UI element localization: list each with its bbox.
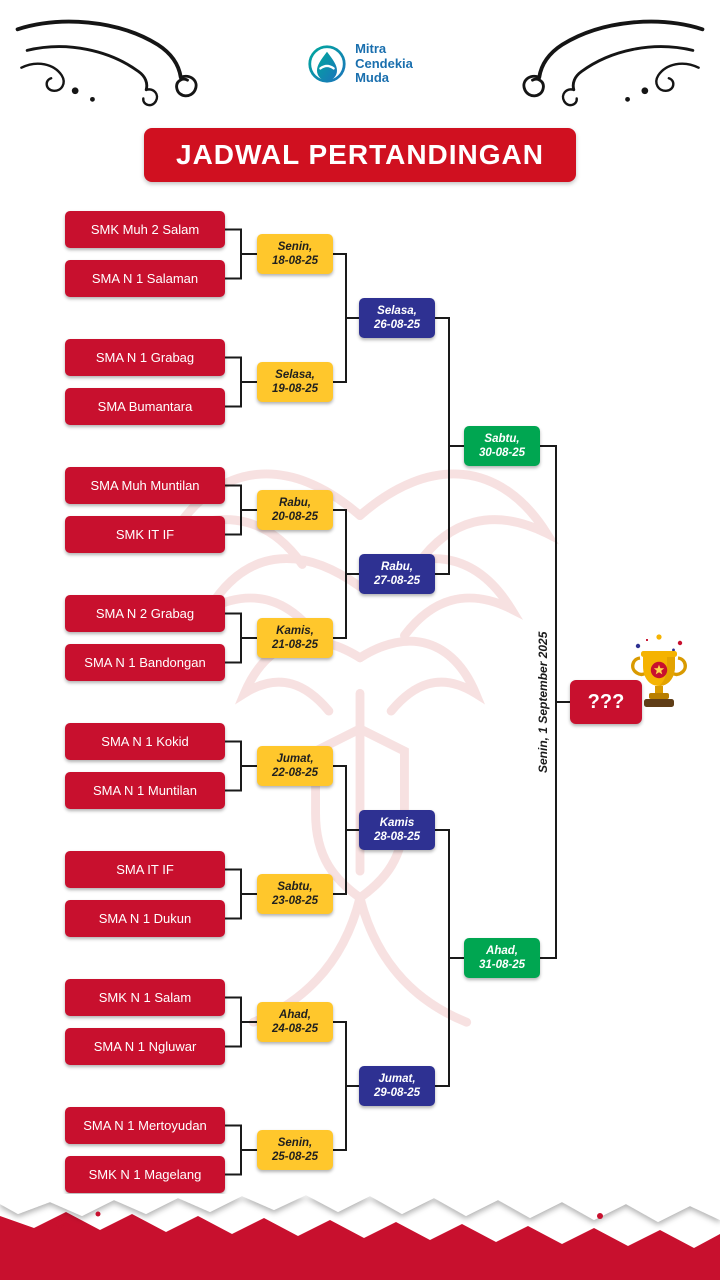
team-box: SMA N 2 Grabag bbox=[65, 595, 225, 632]
match-date-r2: Jumat, 29-08-25 bbox=[359, 1066, 435, 1106]
logo: Mitra Cendekia Muda bbox=[0, 41, 720, 86]
match-date-r1: Sabtu, 23-08-25 bbox=[257, 874, 333, 914]
date-line: 27-08-25 bbox=[373, 575, 421, 587]
match-date-r2: Rabu, 27-08-25 bbox=[359, 554, 435, 594]
team-box: SMK N 1 Magelang bbox=[65, 1156, 225, 1193]
team-box: SMA N 1 Bandongan bbox=[65, 644, 225, 681]
date-line: Senin, bbox=[277, 1136, 313, 1149]
date-line: Selasa, bbox=[275, 368, 315, 381]
team-box: SMA N 1 Mertoyudan bbox=[65, 1107, 225, 1144]
date-line: Rabu, bbox=[279, 496, 311, 509]
match-date-r1: Senin, 25-08-25 bbox=[257, 1130, 333, 1170]
date-line: 29-08-25 bbox=[373, 1087, 421, 1099]
match-date-semifinal: Sabtu, 30-08-25 bbox=[464, 426, 540, 466]
team-box: SMK IT IF bbox=[65, 516, 225, 553]
date-line: Sabtu, bbox=[277, 880, 313, 893]
flourish-ornament-left bbox=[15, 19, 198, 107]
date-line: 26-08-25 bbox=[373, 319, 421, 331]
date-line: Kamis bbox=[379, 816, 415, 829]
final-date-vertical: Senin, 1 September 2025 bbox=[536, 631, 550, 773]
date-line: 25-08-25 bbox=[271, 1151, 319, 1163]
logo-drop-icon bbox=[308, 45, 346, 83]
date-line: 21-08-25 bbox=[271, 639, 319, 651]
team-box: SMA N 1 Muntilan bbox=[65, 772, 225, 809]
date-line: Ahad, bbox=[279, 1008, 311, 1021]
match-date-r1: Ahad, 24-08-25 bbox=[257, 1002, 333, 1042]
date-line: Kamis, bbox=[276, 624, 314, 637]
torn-paper-edge bbox=[0, 1194, 720, 1280]
match-date-r1: Rabu, 20-08-25 bbox=[257, 490, 333, 530]
team-box: SMA N 1 Salaman bbox=[65, 260, 225, 297]
trophy-icon bbox=[631, 634, 687, 707]
logo-line: Muda bbox=[355, 70, 390, 86]
date-line: 23-08-25 bbox=[271, 895, 319, 907]
date-line: 31-08-25 bbox=[478, 959, 526, 971]
final-winner-box: ??? bbox=[570, 680, 642, 724]
date-line: Selasa, bbox=[377, 304, 417, 317]
logo-line: Cendekia bbox=[355, 55, 413, 71]
flourish-ornament-right bbox=[522, 19, 705, 107]
logo-text: Mitra Cendekia Muda bbox=[355, 41, 413, 86]
date-line: 22-08-25 bbox=[271, 767, 319, 779]
date-line: 18-08-25 bbox=[271, 255, 319, 267]
team-box: SMA Muh Muntilan bbox=[65, 467, 225, 504]
date-line: 24-08-25 bbox=[271, 1023, 319, 1035]
page-title: JADWAL PERTANDINGAN bbox=[144, 128, 576, 182]
match-date-r2: Selasa, 26-08-25 bbox=[359, 298, 435, 338]
team-box: SMA IT IF bbox=[65, 851, 225, 888]
date-line: Jumat, bbox=[378, 1072, 416, 1085]
team-box: SMA N 1 Ngluwar bbox=[65, 1028, 225, 1065]
match-date-r1: Selasa, 19-08-25 bbox=[257, 362, 333, 402]
date-line: 19-08-25 bbox=[271, 383, 319, 395]
date-line: 30-08-25 bbox=[478, 447, 526, 459]
team-box: SMA N 1 Dukun bbox=[65, 900, 225, 937]
date-line: Rabu, bbox=[381, 560, 413, 573]
match-date-semifinal: Ahad, 31-08-25 bbox=[464, 938, 540, 978]
match-date-r1: Jumat, 22-08-25 bbox=[257, 746, 333, 786]
match-date-r2: Kamis 28-08-25 bbox=[359, 810, 435, 850]
date-line: Ahad, bbox=[486, 944, 518, 957]
team-box: SMK N 1 Salam bbox=[65, 979, 225, 1016]
team-box: SMK Muh 2 Salam bbox=[65, 211, 225, 248]
date-line: 20-08-25 bbox=[271, 511, 319, 523]
match-date-r1: Senin, 18-08-25 bbox=[257, 234, 333, 274]
date-line: Jumat, bbox=[276, 752, 314, 765]
logo-line: Mitra bbox=[355, 41, 387, 56]
date-line: 28-08-25 bbox=[373, 831, 421, 843]
team-box: SMA N 1 Grabag bbox=[65, 339, 225, 376]
date-line: Sabtu, bbox=[484, 432, 520, 445]
team-box: SMA N 1 Kokid bbox=[65, 723, 225, 760]
match-date-r1: Kamis, 21-08-25 bbox=[257, 618, 333, 658]
team-box: SMA Bumantara bbox=[65, 388, 225, 425]
date-line: Senin, bbox=[277, 240, 313, 253]
